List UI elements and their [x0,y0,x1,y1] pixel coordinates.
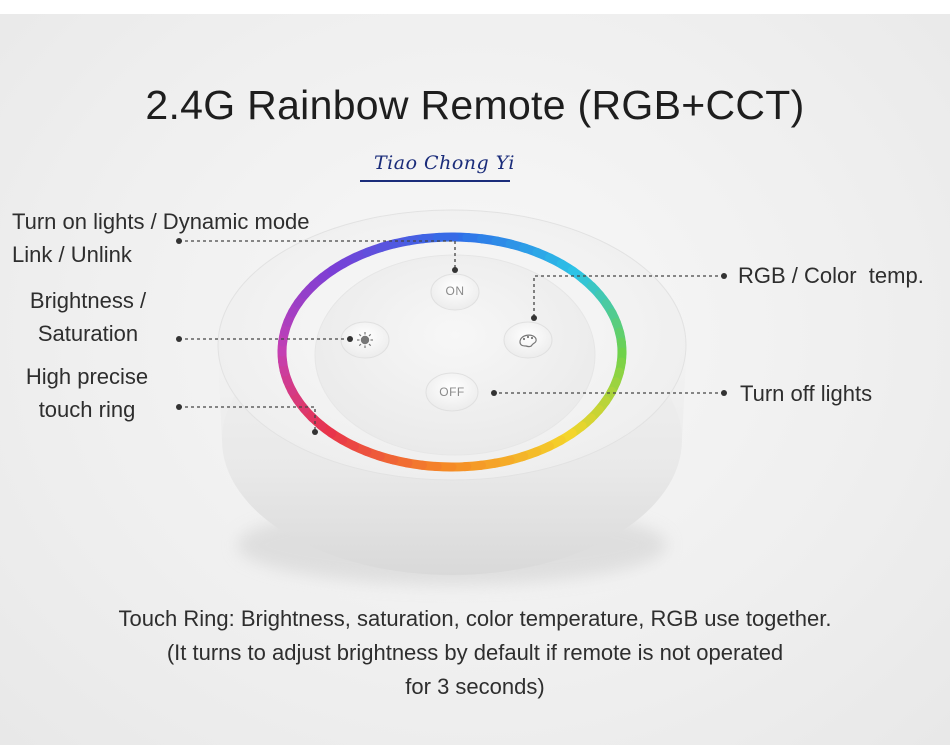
brand-underline [360,180,510,182]
label-turn-on-line1: Turn on lights / Dynamic mode [12,209,310,234]
label-turn-on-line2: Link / Unlink [12,242,132,267]
label-turn-off: Turn off lights [740,381,873,406]
footer-line3: for 3 seconds) [405,674,545,699]
color-button-shape [503,321,553,359]
footer-line2: (It turns to adjust brightness by defaul… [166,640,784,665]
sun-icon [357,332,373,348]
brand-signature: Tiao Chong Yi [374,152,515,174]
brand-logo: Tiao Chong Yi [360,148,520,188]
palette-icon [519,334,537,348]
label-rgb-color-temp: RGB / Color temp. [738,263,924,288]
footer-line1: Touch Ring: Brightness, saturation, colo… [118,606,832,631]
label-touch-ring: High precise touch ring [8,360,166,426]
label-brightness: Brightness / Saturation [10,284,166,350]
brightness-button[interactable] [341,322,389,358]
label-turn-on: Turn on lights / Dynamic mode Link / Unl… [12,205,310,271]
label-touch-ring-line1: High precise [25,364,149,389]
label-touch-ring-line2: touch ring [38,397,136,422]
off-button-shape [425,372,479,412]
on-button-shape [430,273,480,311]
top-strip [0,0,950,14]
label-brightness-line2: Saturation [37,321,139,346]
label-brightness-line1: Brightness / [29,288,147,313]
on-button[interactable]: ON [445,284,465,298]
color-button[interactable] [504,322,552,358]
page-title: 2.4G Rainbow Remote (RGB+CCT) [145,82,805,128]
off-button[interactable]: OFF [439,385,465,399]
